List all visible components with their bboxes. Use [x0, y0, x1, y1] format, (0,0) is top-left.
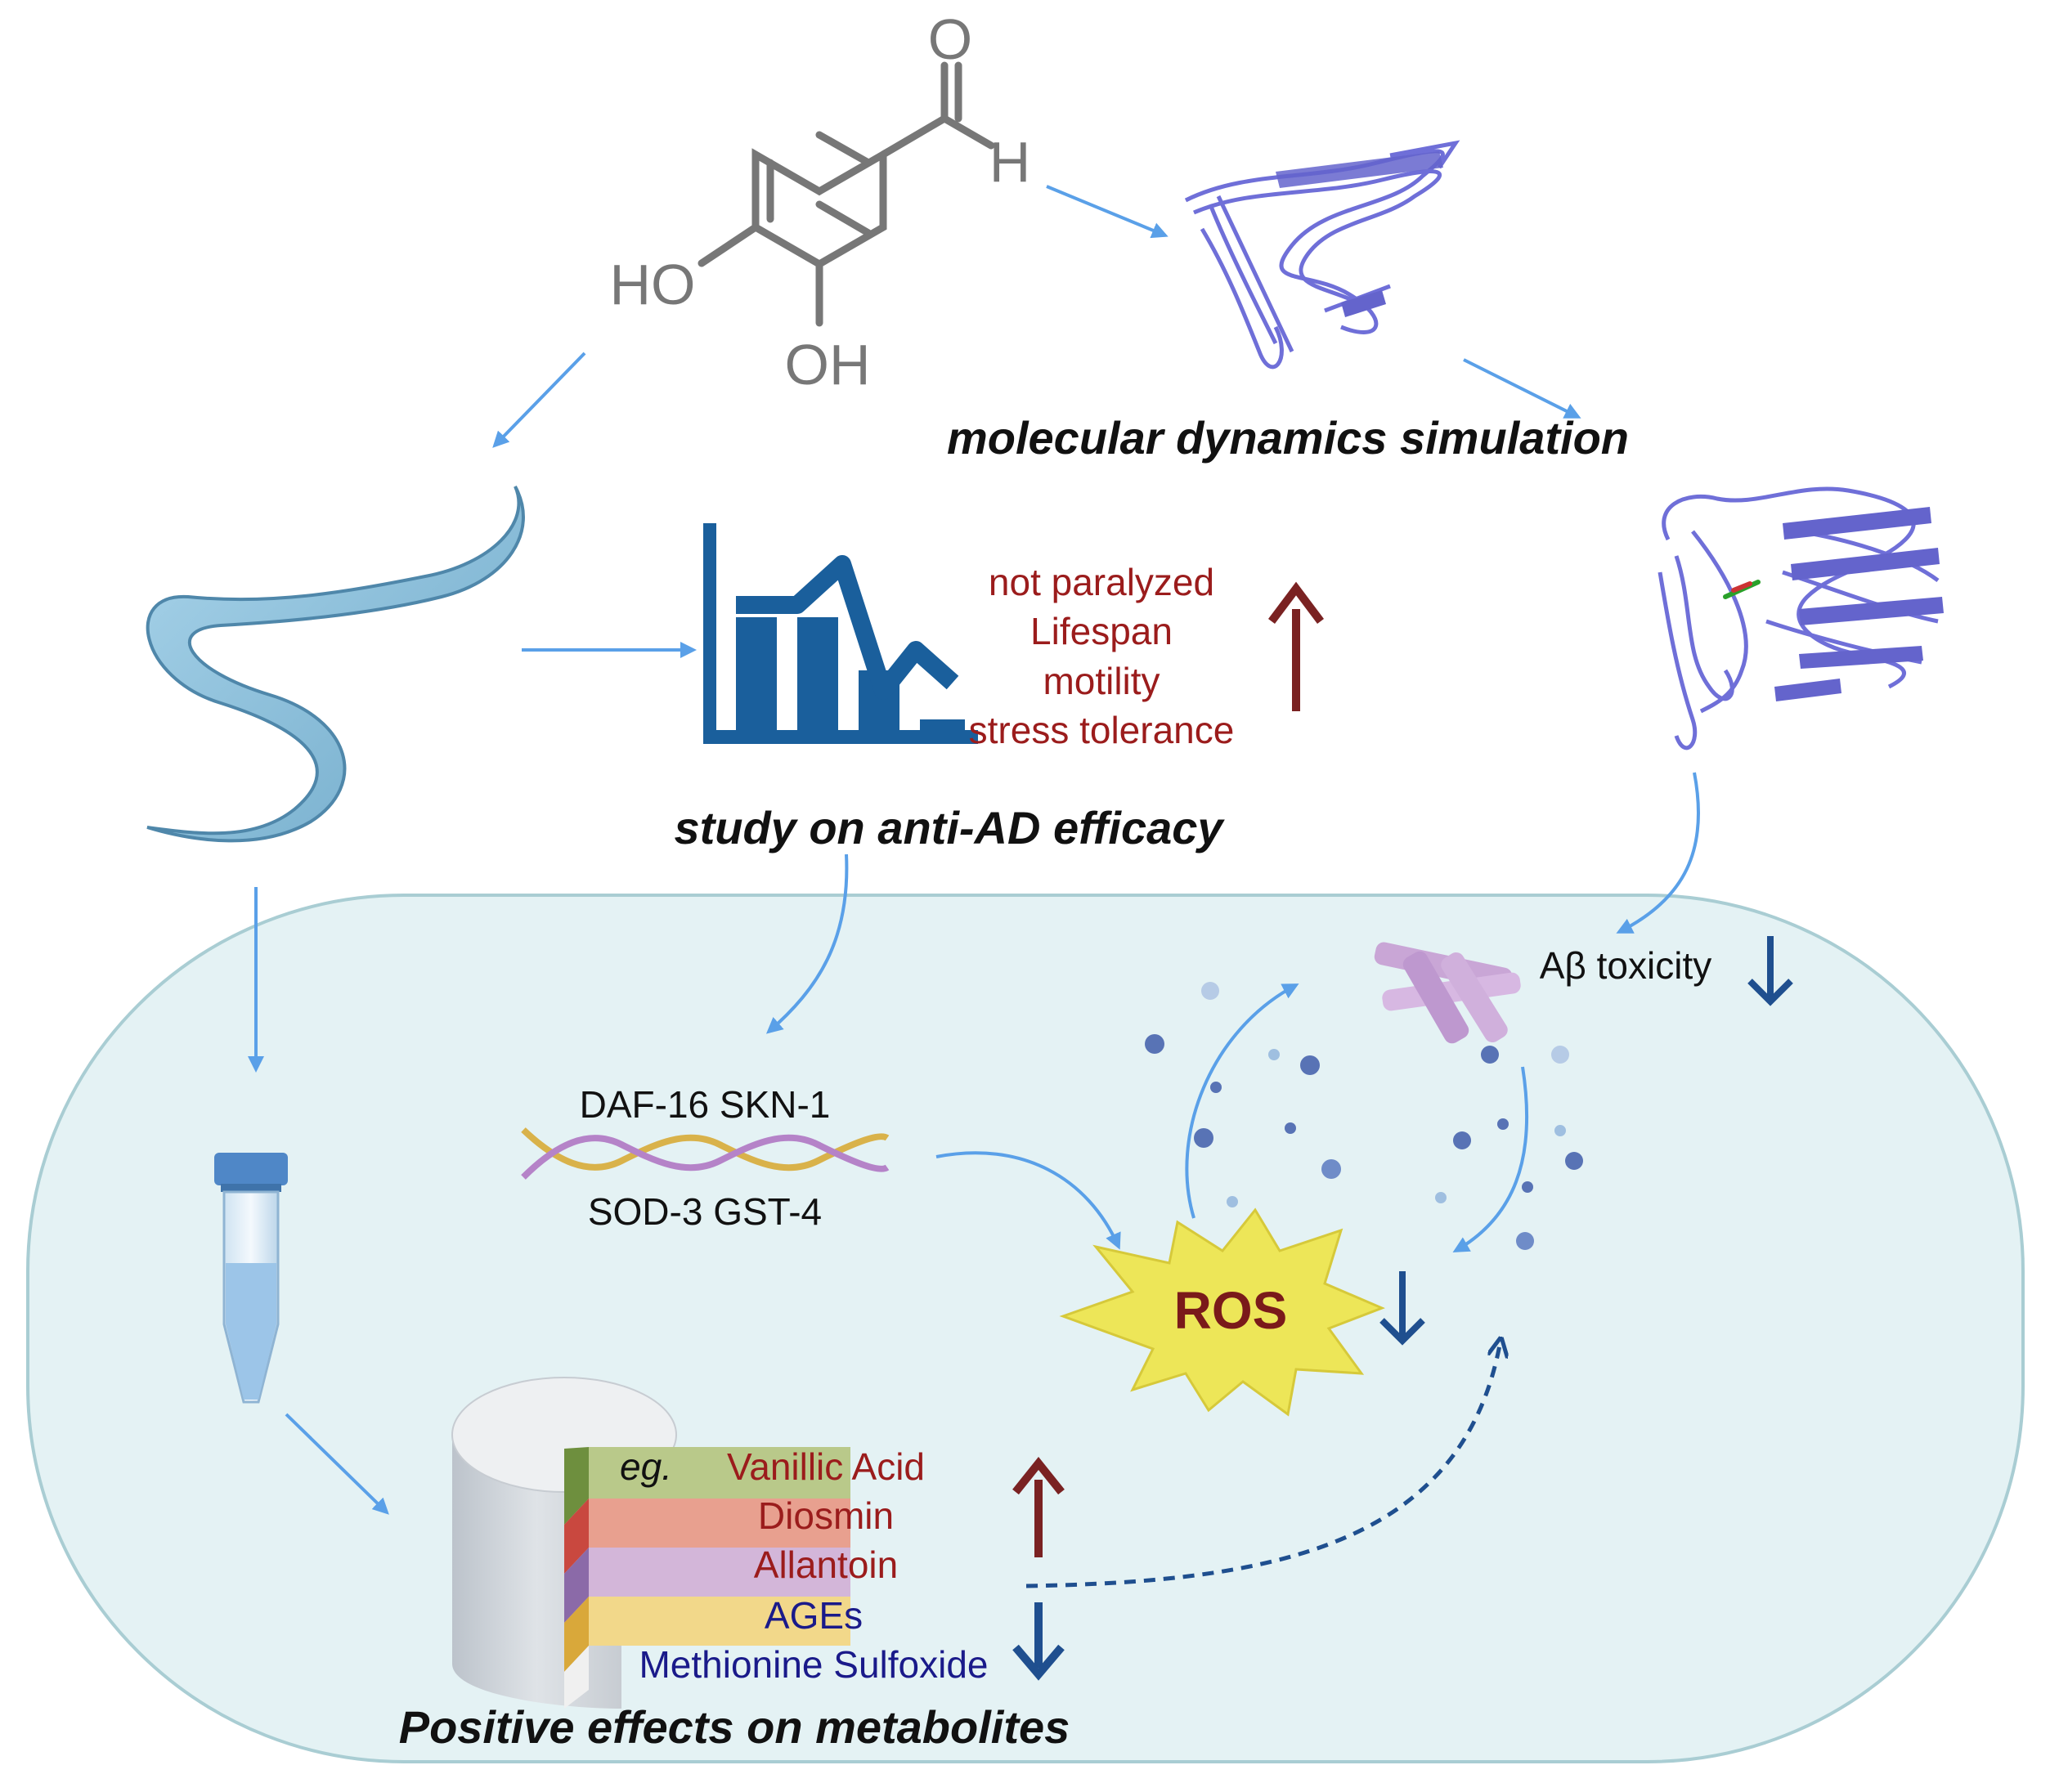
down-arrow-abeta	[1747, 936, 1793, 1006]
metabolite-methionine-sulfoxide: Methionine Sulfoxide	[639, 1643, 988, 1686]
metabolites-decreased-list: AGEs Methionine Sulfoxide	[639, 1594, 988, 1686]
metabolite-diosmin: Diosmin	[758, 1494, 894, 1537]
efficacy-outcomes: not paralyzed Lifespan motility stress t…	[969, 561, 1235, 751]
atom-o-label: O	[928, 7, 972, 71]
metabolite-layers	[564, 1447, 850, 1709]
dna-helix-image	[521, 1127, 890, 1180]
up-arrow-efficacy	[1268, 581, 1324, 711]
outcome-not-paralyzed: not paralyzed	[989, 561, 1214, 603]
metabolites-title: Positive effects on metabolites	[399, 1701, 1070, 1753]
arrow-ros-to-abeta	[1185, 983, 1299, 1219]
metabolite-vanillic-acid: Vanillic Acid	[727, 1445, 925, 1488]
metabolite-allantoin: Allantoin	[754, 1543, 898, 1586]
cell-membrane	[26, 894, 2025, 1763]
md-simulation-title: molecular dynamics simulation	[947, 412, 1629, 464]
atom-oh-label: OH	[785, 333, 871, 396]
ros-label: ROS	[1174, 1281, 1288, 1340]
molecule-structure	[698, 61, 995, 327]
down-arrow-ros	[1379, 1271, 1425, 1346]
atom-ho-label: HO	[610, 253, 696, 316]
arrow-molecule-to-worm	[492, 352, 586, 448]
up-arrow-metabolites	[1012, 1456, 1065, 1557]
worm-image	[146, 486, 525, 843]
protein-sheet-top-2	[1341, 290, 1386, 317]
outcome-lifespan: Lifespan	[1030, 610, 1173, 652]
metabolite-prefix: eg.	[620, 1445, 672, 1488]
down-arrow-metabolites	[1012, 1602, 1065, 1681]
genes-bottom-label: SOD-3 GST-4	[588, 1190, 822, 1233]
flow-arrows	[248, 185, 1701, 1515]
abeta-fibril-image	[1374, 942, 1521, 1044]
ros-burst	[1059, 1207, 1385, 1417]
protein-sheet-top	[1276, 151, 1443, 188]
outcome-stress-tolerance: stress tolerance	[969, 709, 1235, 751]
arrow-protein-to-bound	[1463, 358, 1581, 419]
ligand-stick	[1723, 580, 1761, 599]
outcome-motility: motility	[1043, 660, 1160, 702]
efficacy-chart-icon	[703, 523, 978, 744]
arrow-bound-to-abeta	[1616, 772, 1701, 934]
sample-tube-image	[214, 1153, 288, 1404]
genes-top-label: DAF-16 SKN-1	[580, 1083, 831, 1126]
dashed-arrow-metabolites-to-ros	[1025, 1341, 1501, 1588]
arrow-tube-to-cylinder	[285, 1413, 389, 1515]
arrow-study-to-genes	[765, 853, 849, 1034]
anti-ad-study-title: study on anti-AD efficacy	[674, 802, 1225, 853]
metabolites-increased-list: Vanillic Acid Diosmin Allantoin	[727, 1445, 925, 1586]
ros-particles	[1145, 982, 1583, 1250]
arrow-genes-to-ros	[935, 1151, 1121, 1250]
atom-h-label: H	[989, 130, 1031, 194]
metabolite-ages: AGEs	[765, 1594, 863, 1637]
protein-sheets-bound	[1774, 507, 1944, 701]
arrow-molecule-to-protein	[1046, 185, 1169, 239]
arrow-abeta-to-ros	[1452, 1066, 1529, 1252]
abeta-toxicity-label: Aβ toxicity	[1540, 944, 1712, 987]
